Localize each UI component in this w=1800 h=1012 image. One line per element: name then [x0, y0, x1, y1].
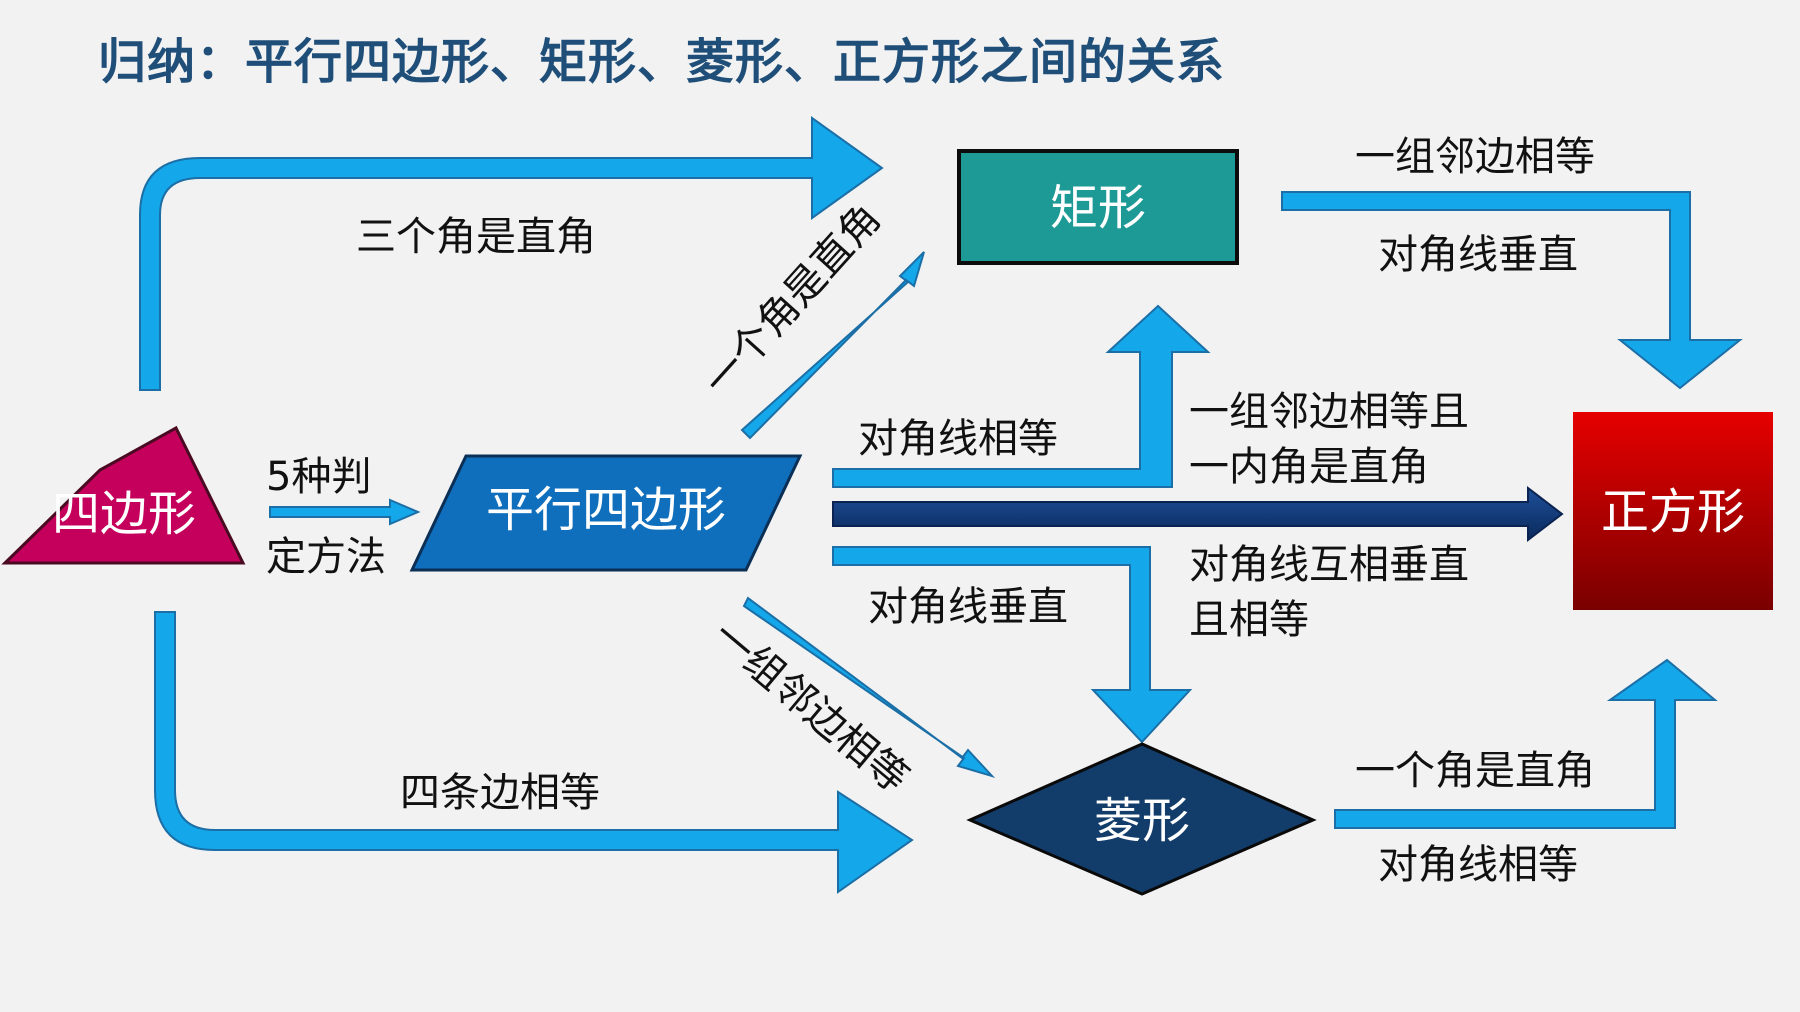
label-diag-equal-para: 对角线相等 [858, 416, 1058, 462]
label-five-methods-line2: 定方法 [266, 534, 386, 580]
node-quadrilateral: 四边形 [52, 486, 196, 542]
node-parallelogram: 平行四边形 [486, 482, 726, 538]
arrow-para-to-rect-diagonal [740, 251, 925, 440]
arrow-rhombus-to-square [1334, 658, 1718, 829]
arrow-para-to-rhombus-diag-perp [832, 546, 1193, 744]
arrow-quad-to-para [269, 498, 421, 526]
slide-title: 归纳：平行四边形、矩形、菱形、正方形之间的关系 [98, 34, 1226, 90]
arrow-quad-to-rect [139, 116, 884, 391]
node-rhombus-shape [966, 742, 1317, 896]
arrow-para-to-rect-diag-equal [832, 304, 1211, 488]
label-diag-perp-equal-line1: 对角线互相垂直 [1189, 542, 1469, 588]
label-three-right-angles: 三个角是直角 [356, 214, 596, 260]
label-four-sides-equal: 四条边相等 [400, 770, 600, 816]
label-adj-equal-and-line2: 一内角是直角 [1189, 444, 1429, 490]
arrow-para-to-square-main [832, 485, 1564, 543]
label-diag-perp-equal-line2: 且相等 [1189, 597, 1309, 643]
label-adj-equal-and-line1: 一组邻边相等且 [1189, 389, 1469, 435]
label-five-methods-line1: 5种判 [266, 454, 371, 500]
node-quadrilateral-shape [1, 425, 246, 565]
node-rectangle: 矩形 [1050, 180, 1146, 236]
arrow-para-to-rhombus-diagonal [742, 596, 996, 778]
node-parallelogram-shape [409, 454, 803, 572]
node-rectangle-shape [957, 149, 1239, 265]
label-diag-perp-para: 对角线垂直 [868, 584, 1068, 630]
label-one-right-angle-para: 一个角是直角 [695, 196, 890, 405]
label-rect-adj-equal: 一组邻边相等 [1355, 134, 1595, 180]
node-square-shape [1573, 412, 1773, 610]
label-rhombus-diag-equal: 对角线相等 [1378, 842, 1578, 888]
label-rect-diag-perp: 对角线垂直 [1378, 232, 1578, 278]
node-rhombus: 菱形 [1094, 793, 1190, 849]
arrow-quad-to-rhombus [154, 611, 914, 894]
node-square: 正方形 [1601, 484, 1745, 540]
label-rhombus-right-angle: 一个角是直角 [1355, 748, 1595, 794]
arrow-rect-to-square [1281, 191, 1743, 390]
label-adj-equal-para: 一组邻边相等 [704, 612, 917, 802]
